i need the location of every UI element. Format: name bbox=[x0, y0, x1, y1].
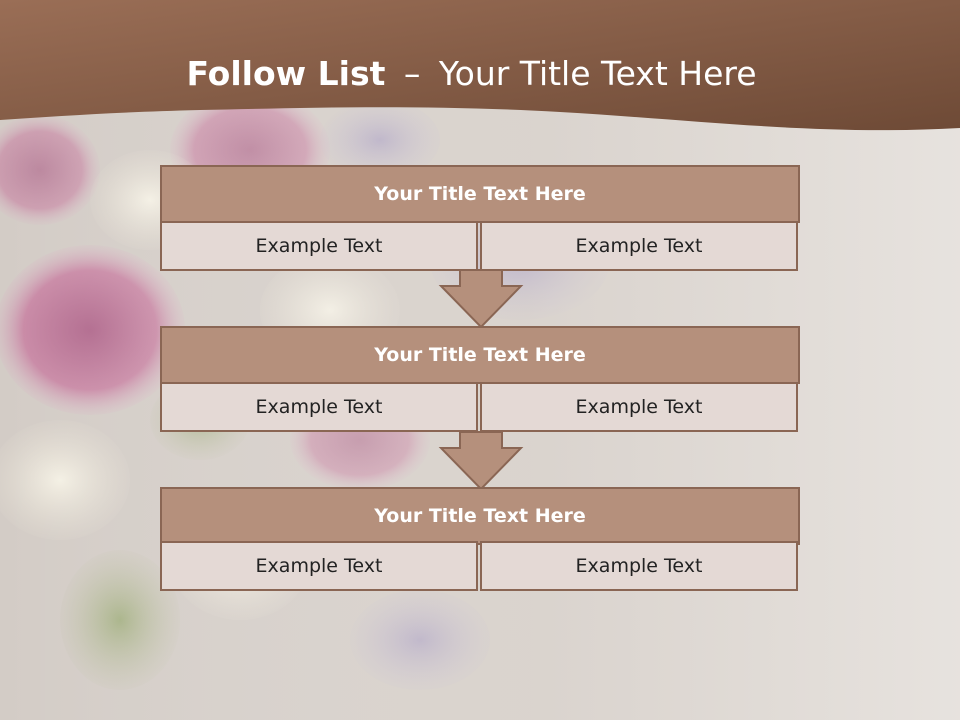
slide-title-separator: – bbox=[403, 54, 421, 93]
down-arrow-icon bbox=[438, 269, 524, 329]
row-cell-right: Example Text bbox=[480, 541, 798, 591]
row-cell-right: Example Text bbox=[480, 221, 798, 271]
slide-title-bold: Follow List bbox=[186, 54, 386, 93]
row-title: Your Title Text Here bbox=[160, 487, 800, 545]
row-title: Your Title Text Here bbox=[160, 165, 800, 223]
row-cell-left: Example Text bbox=[160, 541, 478, 591]
row-title: Your Title Text Here bbox=[160, 326, 800, 384]
title-band bbox=[0, 0, 960, 131]
row-cell-left: Example Text bbox=[160, 221, 478, 271]
row-cell-left: Example Text bbox=[160, 382, 478, 432]
slide-title: Follow List – Your Title Text Here bbox=[0, 54, 943, 93]
slide-title-rest: Your Title Text Here bbox=[438, 54, 757, 93]
row-cell-right: Example Text bbox=[480, 382, 798, 432]
down-arrow-icon bbox=[438, 431, 524, 491]
